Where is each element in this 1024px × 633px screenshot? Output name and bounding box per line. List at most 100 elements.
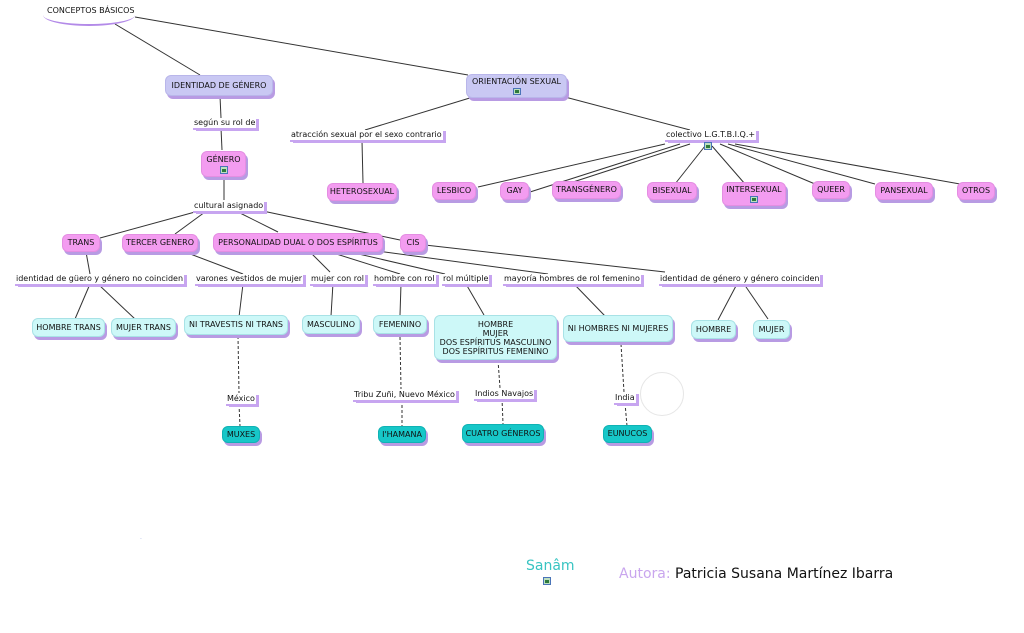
link: [174, 211, 206, 235]
node-hombre-trans[interactable]: HOMBRE TRANS: [32, 318, 105, 337]
link: [424, 244, 666, 273]
node-label: TRANS: [67, 238, 95, 247]
node-transgenero[interactable]: TRANSGÉNERO: [552, 181, 621, 199]
node-eunucos[interactable]: EUNUCOS: [603, 425, 652, 443]
image-icon[interactable]: [704, 142, 712, 150]
node-label: ORIENTACIÓN SEXUAL: [471, 77, 562, 86]
node-label: CUATRO GÉNEROS: [465, 428, 541, 438]
node-identidad-de-genero[interactable]: IDENTIDAD DE GÉNERO: [165, 75, 273, 96]
empty-circle-shape: [640, 372, 684, 416]
node-hombre[interactable]: HOMBRE: [691, 320, 736, 339]
link: [743, 283, 769, 320]
node-heterosexual[interactable]: HETEROSEXUAL: [327, 183, 397, 201]
phrase-india: India: [614, 393, 636, 405]
image-icon[interactable]: [750, 196, 758, 203]
node-genero[interactable]: GÉNERO: [201, 151, 246, 177]
dashed-link: [399, 336, 402, 390]
link: [369, 249, 549, 275]
node-trans[interactable]: TRANS: [62, 234, 100, 252]
dashed-link: [497, 359, 501, 389]
node-label: GAY: [506, 186, 523, 195]
phrase-zuni: Tribu Zuñi, Nuevo México: [353, 390, 456, 402]
node-intersexual[interactable]: INTERSEXUAL: [722, 182, 786, 206]
node-line: HOMBRE: [477, 319, 514, 329]
node-label: CIS: [406, 238, 420, 247]
link: [465, 283, 485, 316]
node-queer[interactable]: QUEER: [812, 181, 850, 199]
phrase-varones: varones vestidos de mujer: [195, 274, 304, 286]
image-icon[interactable]: [512, 88, 521, 95]
node-bisexual[interactable]: BISEXUAL: [647, 182, 697, 200]
link: [399, 283, 402, 316]
dashed-link: [237, 335, 240, 394]
node-label: GÉNERO: [206, 154, 241, 164]
node-label: FEMENINO: [378, 319, 422, 329]
phrase-rol-multiple: rol múltiple: [442, 274, 490, 286]
link: [364, 96, 474, 131]
node-label: OTROS: [961, 186, 991, 195]
node-femenino[interactable]: FEMENINO: [373, 315, 427, 334]
link: [74, 283, 91, 320]
phrase-hombre-con-rol: hombre con rol: [373, 274, 436, 286]
link: [727, 143, 876, 185]
node-orientacion-sexual[interactable]: ORIENTACIÓN SEXUAL: [466, 74, 567, 98]
node-label: LESBICO: [436, 186, 472, 195]
node-cis[interactable]: CIS: [400, 234, 426, 252]
node-mujer-trans[interactable]: MUJER TRANS: [111, 318, 176, 337]
node-label: MUJER: [758, 324, 785, 334]
link: [734, 143, 961, 185]
node-label: HETEROSEXUAL: [329, 187, 395, 196]
link: [237, 211, 279, 233]
node-pansexual[interactable]: PANSEXUAL: [875, 182, 933, 200]
node-label: HOMBRE: [695, 324, 732, 334]
node-label: HOMBRE TRANS: [36, 322, 101, 332]
link: [99, 211, 196, 239]
node-label: NI TRAVESTIS NI TRANS: [189, 320, 283, 329]
node-label: PERSONALIDAD DUAL O DOS ESPÍRITUS: [218, 237, 378, 247]
node-label: INTERSEXUAL: [726, 185, 782, 194]
link: [330, 282, 334, 317]
link: [573, 283, 606, 317]
link: [674, 145, 706, 185]
node-label: EUNUCOS: [607, 429, 648, 438]
link: [569, 143, 691, 184]
node-lesbico[interactable]: LESBICO: [432, 182, 476, 200]
node-masculino[interactable]: MASCULINO: [302, 315, 360, 334]
image-icon[interactable]: [219, 165, 228, 174]
dashed-link: [620, 343, 625, 393]
node-cuatro-generos[interactable]: CUATRO GÉNEROS: [462, 424, 544, 443]
node-label: BISEXUAL: [652, 186, 692, 195]
link: [97, 283, 136, 320]
node-otros[interactable]: OTROS: [957, 182, 995, 200]
node-ni-travestis[interactable]: NI TRAVESTIS NI TRANS: [184, 315, 288, 335]
link: [219, 95, 222, 119]
node-label: I'HAMANA: [382, 429, 422, 439]
node-label: PANSEXUAL: [880, 186, 928, 195]
link: [309, 251, 331, 273]
link: [85, 251, 91, 275]
link: [477, 143, 666, 188]
link: [329, 251, 401, 275]
dashed-link: [624, 402, 628, 427]
node-label: QUEER: [817, 185, 845, 194]
node-personalidad-dual[interactable]: PERSONALIDAD DUAL O DOS ESPÍRITUS: [213, 233, 383, 252]
author-label: Autora:: [619, 566, 671, 582]
sanam-label[interactable]: Sanâm: [526, 558, 575, 574]
phrase-atraccion: atracción sexual por el sexo contrario: [290, 130, 443, 142]
node-label: NI HOMBRES NI MUJERES: [567, 323, 669, 333]
node-label: MASCULINO: [307, 319, 355, 329]
link: [564, 96, 691, 131]
link: [238, 283, 244, 318]
node-rol-multiple-list[interactable]: HOMBRE MUJER DOS ESPÍRITUS MASCULINO DOS…: [434, 315, 557, 360]
node-ihamana[interactable]: I'HAMANA: [378, 426, 426, 443]
node-label: TRANSGÉNERO: [556, 185, 617, 194]
node-gay[interactable]: GAY: [500, 182, 529, 200]
node-label: MUXES: [226, 429, 256, 439]
node-mujer[interactable]: MUJER: [753, 320, 790, 339]
node-ni-hombres-ni-mujeres[interactable]: NI HOMBRES NI MUJERES: [563, 315, 673, 342]
link: [220, 127, 223, 151]
node-tercer-genero[interactable]: TERCER GENERO: [122, 234, 198, 252]
node-muxes[interactable]: MUXES: [222, 426, 260, 443]
image-icon[interactable]: [543, 577, 551, 585]
